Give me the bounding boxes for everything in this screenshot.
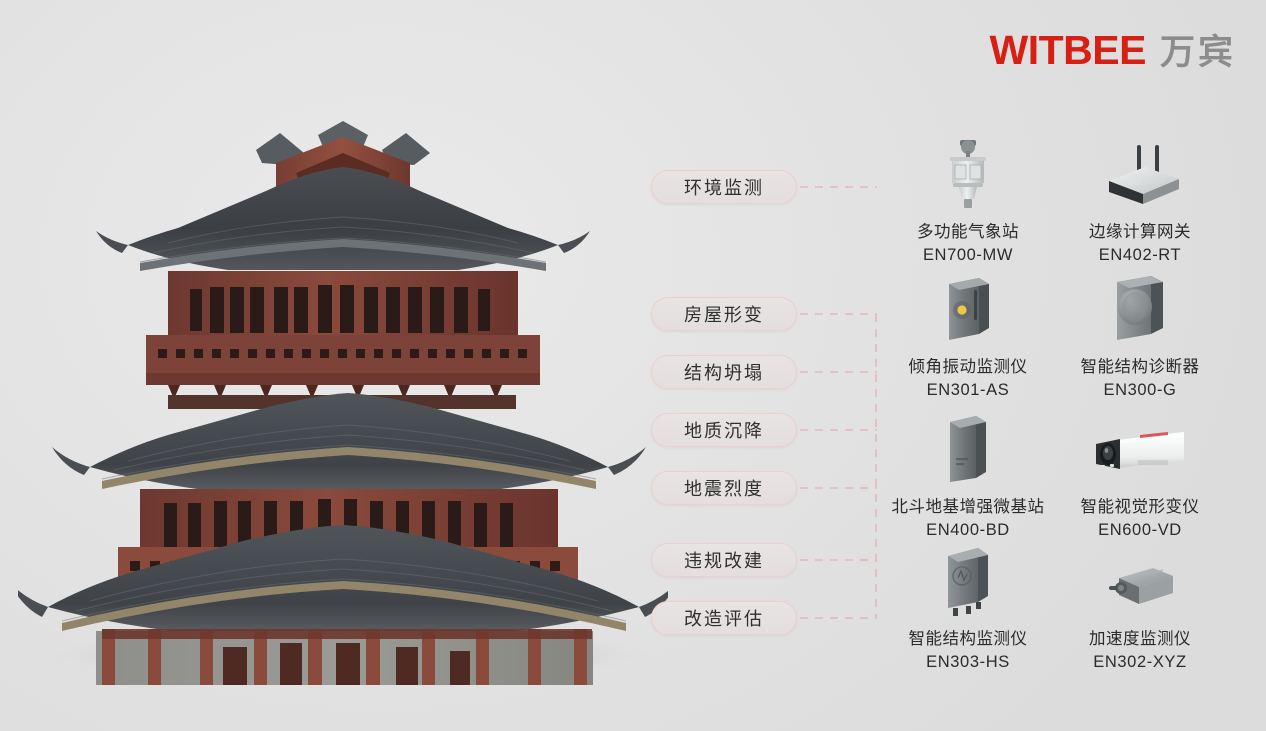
category-pill-seismic-intensity[interactable]: 地震烈度 (651, 471, 797, 505)
device-model: EN700-MW (922, 246, 1014, 264)
vision-deformation-camera-icon (1050, 408, 1230, 486)
pagoda-top-body (146, 271, 540, 409)
device-card-vision-camera[interactable]: 智能视觉形变仪 EN600-VD (1050, 408, 1230, 540)
device-name: 北斗地基增强微基站 (891, 498, 1045, 516)
category-label: 违规改建 (684, 551, 764, 571)
category-label: 地震烈度 (684, 479, 764, 499)
category-label: 结构坍塌 (684, 363, 764, 383)
category-pill-geological-subsidence[interactable]: 地质沉降 (651, 413, 797, 447)
pagoda-ground-floor (96, 629, 593, 685)
tilt-vibration-sensor-icon (878, 268, 1058, 346)
device-card-structure-monitor[interactable]: 智能结构监测仪 EN303-HS (878, 540, 1058, 672)
device-model: EN402-RT (1098, 246, 1182, 264)
category-pill-renovation-assessment[interactable]: 改造评估 (651, 601, 797, 635)
device-model: EN600-VD (1098, 521, 1182, 539)
category-label: 地质沉降 (684, 421, 764, 441)
device-name: 智能结构监测仪 (908, 630, 1028, 648)
device-card-weather-station[interactable]: 多功能气象站 EN700-MW (878, 133, 1058, 265)
pagoda-middle-roof (52, 393, 646, 495)
device-card-accelerometer[interactable]: 加速度监测仪 EN302-XYZ (1050, 540, 1230, 672)
structure-monitor-icon (878, 540, 1058, 618)
category-label: 环境监测 (684, 178, 764, 198)
device-model: EN400-BD (926, 521, 1010, 539)
category-pill-structural-collapse[interactable]: 结构坍塌 (651, 355, 797, 389)
device-card-structure-diagnostic[interactable]: 智能结构诊断器 EN300-G (1050, 268, 1230, 400)
beidou-base-station-icon (878, 408, 1058, 486)
accelerometer-icon (1050, 540, 1230, 618)
category-pill-building-deformation[interactable]: 房屋形变 (651, 297, 797, 331)
device-model: EN302-XYZ (1093, 653, 1187, 671)
device-name: 加速度监测仪 (1089, 630, 1191, 648)
category-label: 改造评估 (684, 609, 764, 629)
logo-chinese-name: 万宾 (1159, 33, 1236, 72)
structure-diagnostic-icon (1050, 268, 1230, 346)
device-card-tilt-vibration[interactable]: 倾角振动监测仪 EN301-AS (878, 268, 1058, 400)
pagoda-illustration (18, 95, 668, 685)
device-name: 多功能气象站 (917, 223, 1019, 241)
edge-gateway-icon (1050, 133, 1230, 211)
device-card-edge-gateway[interactable]: 边缘计算网关 EN402-RT (1050, 133, 1230, 265)
category-pill-environment[interactable]: 环境监测 (651, 170, 797, 204)
witbee-logo: WITBEE 万宾 (990, 24, 1236, 75)
pagoda-bottom-roof (18, 525, 668, 637)
device-model: EN300-G (1103, 381, 1177, 399)
device-name: 智能视觉形变仪 (1080, 498, 1200, 516)
device-name: 智能结构诊断器 (1080, 358, 1200, 376)
logo-wordmark: WITBEE (989, 27, 1147, 73)
pagoda-top-roof (96, 121, 590, 271)
category-label: 房屋形变 (684, 305, 764, 325)
device-card-beidou-station[interactable]: 北斗地基增强微基站 EN400-BD (878, 408, 1058, 540)
device-model: EN301-AS (926, 381, 1010, 399)
device-name: 边缘计算网关 (1089, 223, 1191, 241)
weather-station-icon (878, 133, 1058, 211)
category-pill-illegal-construction[interactable]: 违规改建 (651, 543, 797, 577)
device-name: 倾角振动监测仪 (908, 358, 1028, 376)
device-model: EN303-HS (926, 653, 1010, 671)
